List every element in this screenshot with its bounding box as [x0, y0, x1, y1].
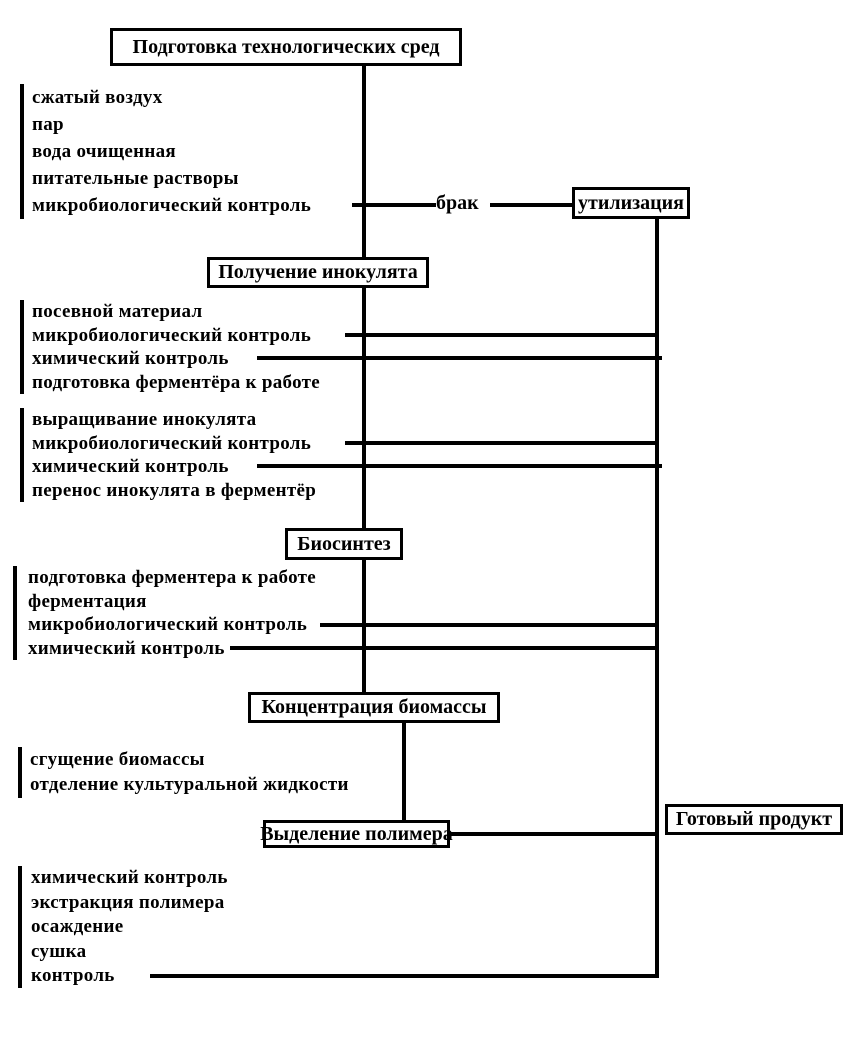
step-item: химический контроль — [32, 456, 229, 477]
step-list-media: сжатый воздух пар вода очищенная питател… — [20, 84, 311, 219]
step-item: химический контроль — [28, 637, 225, 659]
step-list-isolation: химический контроль экстракция полимера … — [18, 866, 228, 988]
step-item: микробиологический контроль — [32, 432, 312, 454]
step-item: ферментация — [28, 590, 147, 612]
step-item: осаждение — [31, 916, 124, 937]
connector-control-inoculum-chem — [257, 356, 662, 360]
step-item: отделение культуральной жидкости — [30, 774, 349, 795]
connector-main-concentration-to-isolation — [402, 723, 406, 820]
step-item: химический контроль — [32, 348, 229, 369]
step-item: подготовка ферментера к работе — [28, 567, 316, 588]
process-box-isolation: Выделение полимера — [260, 820, 453, 848]
process-box-biosynthesis: Биосинтез — [285, 528, 403, 560]
connector-control-grow-chem — [257, 464, 662, 468]
product-box: Готовый продукт — [665, 804, 843, 835]
step-item: перенос инокулята в ферментёр — [32, 479, 317, 501]
step-item: микробиологический контроль — [32, 324, 312, 346]
connector-main-inoculum-to-biosynthesis — [362, 288, 366, 528]
step-item: питательные растворы — [32, 168, 239, 189]
step-item: микробиологический контроль — [32, 195, 312, 216]
connector-reject-left — [352, 203, 436, 207]
step-item: посевной материал — [32, 301, 203, 322]
step-list-inoculum-grow: выращивание инокулята микробиологический… — [20, 408, 316, 502]
connector-utilization-rail — [655, 219, 659, 978]
connector-control-inoculum-micro — [345, 333, 659, 337]
step-item: сгущение биомассы — [30, 749, 205, 770]
step-item: контроль — [31, 965, 115, 986]
step-item: химический контроль — [31, 867, 228, 888]
connector-reject-right — [490, 203, 572, 207]
step-item: сушка — [31, 940, 87, 962]
step-item: вода очищенная — [32, 141, 176, 162]
step-list-biosynthesis: подготовка ферментера к работе ферментац… — [13, 566, 316, 660]
step-item: пар — [32, 114, 64, 135]
connector-isolation-to-product — [450, 832, 659, 836]
step-item: экстракция полимера — [31, 891, 225, 913]
step-list-inoculum-prep: посевной материал микробиологический кон… — [20, 300, 320, 394]
utilization-box: утилизация — [572, 187, 690, 219]
reject-label: брак — [436, 192, 479, 214]
process-box-preparation: Подготовка технологических сред — [110, 28, 462, 66]
connector-control-biosynthesis-chem — [230, 646, 659, 650]
step-list-concentration: сгущение биомассы отделение культурально… — [18, 747, 349, 798]
connector-control-grow-micro — [345, 441, 659, 445]
connector-control-biosynthesis-micro — [320, 623, 659, 627]
step-item: выращивание инокулята — [32, 409, 257, 430]
process-box-inoculum: Получение инокулята — [207, 257, 429, 288]
step-item: сжатый воздух — [32, 87, 163, 108]
process-box-concentration: Концентрация биомассы — [248, 692, 500, 723]
connector-final-control — [150, 974, 659, 978]
step-item: подготовка ферментёра к работе — [32, 371, 320, 393]
step-item: микробиологический контроль — [28, 614, 308, 635]
connector-main-prep-to-inoculum — [362, 66, 366, 257]
